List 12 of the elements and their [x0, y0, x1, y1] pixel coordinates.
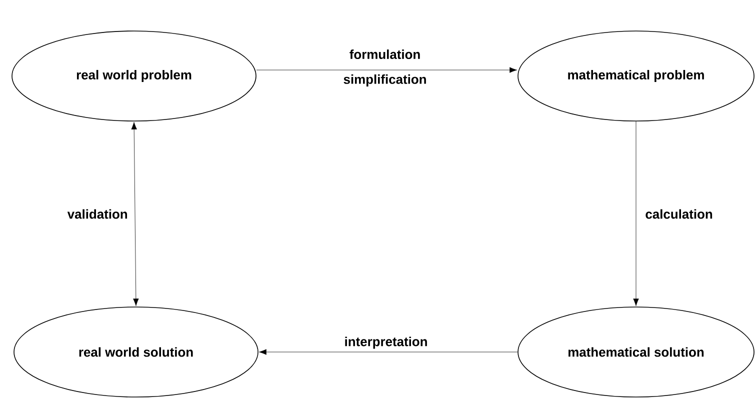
arrow [131, 122, 139, 306]
arrow [256, 67, 517, 73]
ellipse-node: mathematical problem [518, 30, 754, 122]
edge-label: validation [67, 209, 127, 219]
arrow [633, 121, 639, 306]
ellipse-node: real world solution [14, 306, 258, 398]
edge-label: formulation simplification [344, 50, 426, 86]
edge-label: interpretation [345, 336, 427, 349]
edge-label: calculation [646, 209, 712, 219]
ellipse-node: mathematical solution [518, 306, 754, 398]
arrow [259, 349, 518, 355]
ellipse-node: real world problem [12, 30, 256, 122]
